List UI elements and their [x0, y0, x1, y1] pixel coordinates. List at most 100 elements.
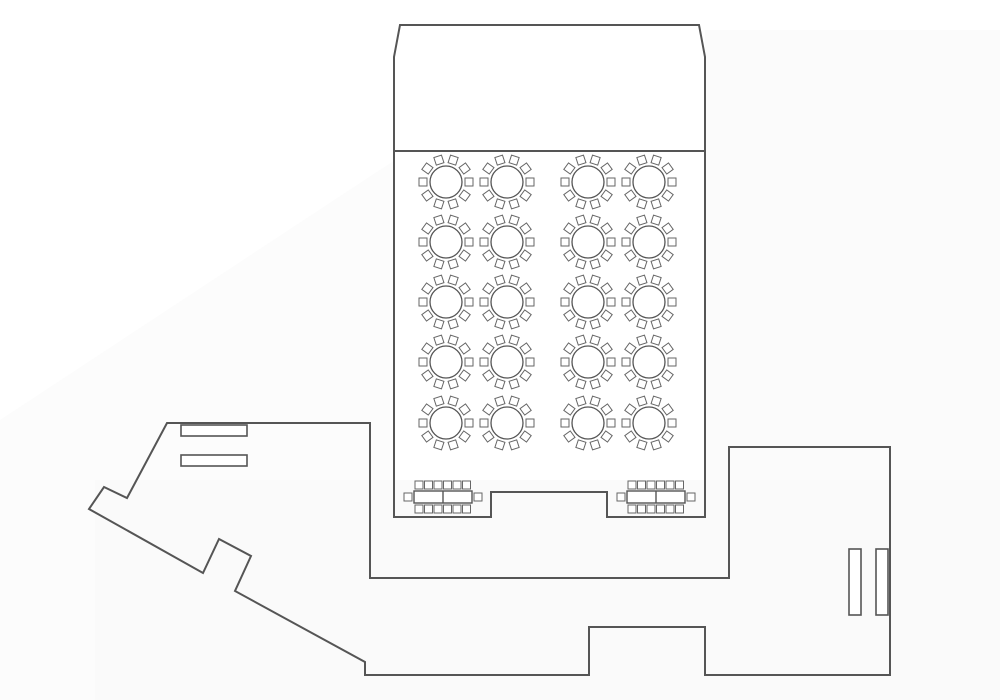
chair	[624, 249, 637, 262]
chair	[447, 334, 459, 346]
bar-top-left	[180, 424, 248, 437]
chair	[508, 154, 520, 166]
chair	[458, 162, 471, 175]
chair	[606, 357, 616, 367]
chair	[661, 342, 674, 355]
chair	[563, 282, 576, 295]
chair	[575, 318, 587, 330]
chair	[494, 318, 506, 330]
round-table-6	[479, 214, 535, 270]
chair	[575, 154, 587, 166]
table-top	[429, 165, 463, 199]
chair	[433, 439, 445, 451]
chair	[433, 198, 445, 210]
chair	[482, 189, 495, 202]
round-table-4	[621, 154, 677, 210]
chair	[479, 357, 489, 367]
table-top	[429, 406, 463, 440]
chair	[464, 297, 474, 307]
chair	[606, 237, 616, 247]
chair	[589, 318, 601, 330]
chair	[482, 403, 495, 416]
chair	[482, 249, 495, 262]
chair	[650, 395, 662, 407]
chair	[525, 177, 535, 187]
table-top	[490, 165, 524, 199]
chair	[563, 162, 576, 175]
chair	[418, 177, 428, 187]
chair	[636, 258, 648, 270]
chair	[624, 162, 637, 175]
chair	[600, 282, 613, 295]
chair	[494, 198, 506, 210]
chair	[458, 282, 471, 295]
chair	[433, 480, 443, 490]
table-top	[571, 345, 605, 379]
chair	[494, 154, 506, 166]
chair	[624, 369, 637, 382]
chair	[447, 439, 459, 451]
chair	[637, 504, 646, 514]
round-table-14	[479, 334, 535, 390]
chair	[563, 369, 576, 382]
chair	[650, 334, 662, 346]
chair	[636, 334, 648, 346]
chair	[661, 162, 674, 175]
chair	[575, 378, 587, 390]
chair	[667, 357, 677, 367]
chair	[421, 222, 434, 235]
round-table-11	[560, 274, 616, 330]
chair	[482, 309, 495, 322]
chair	[636, 274, 648, 286]
chair	[589, 154, 601, 166]
chair	[650, 274, 662, 286]
chair	[636, 439, 648, 451]
chair	[458, 189, 471, 202]
chair	[447, 395, 459, 407]
chair	[519, 162, 532, 175]
chair	[482, 342, 495, 355]
chair	[525, 297, 535, 307]
chair	[650, 198, 662, 210]
round-table-12	[621, 274, 677, 330]
table-top	[429, 225, 463, 259]
chair	[433, 334, 445, 346]
chair	[661, 222, 674, 235]
chair	[650, 378, 662, 390]
chair	[606, 418, 616, 428]
table-top	[632, 406, 666, 440]
chair	[636, 198, 648, 210]
chair	[508, 318, 520, 330]
chair	[621, 418, 631, 428]
chair	[606, 297, 616, 307]
table-top	[632, 165, 666, 199]
chair	[458, 403, 471, 416]
chair	[624, 189, 637, 202]
chair	[661, 249, 674, 262]
chair	[424, 504, 433, 514]
chair	[575, 258, 587, 270]
chair	[494, 274, 506, 286]
chair	[421, 403, 434, 416]
chair	[482, 162, 495, 175]
chair	[560, 418, 570, 428]
chair	[661, 403, 674, 416]
ballroom-walls	[393, 24, 706, 518]
chair	[479, 418, 489, 428]
chair	[479, 237, 489, 247]
chair	[624, 342, 637, 355]
table-top	[490, 225, 524, 259]
round-table-18	[479, 395, 535, 451]
chair	[627, 480, 637, 490]
chair	[418, 297, 428, 307]
head-table-1	[403, 480, 483, 514]
chair	[464, 418, 474, 428]
chair	[424, 480, 433, 490]
chair	[575, 198, 587, 210]
chair	[600, 369, 613, 382]
chair	[458, 249, 471, 262]
chair	[563, 342, 576, 355]
round-table-20	[621, 395, 677, 451]
table-top	[571, 285, 605, 319]
bar-left	[180, 454, 248, 467]
